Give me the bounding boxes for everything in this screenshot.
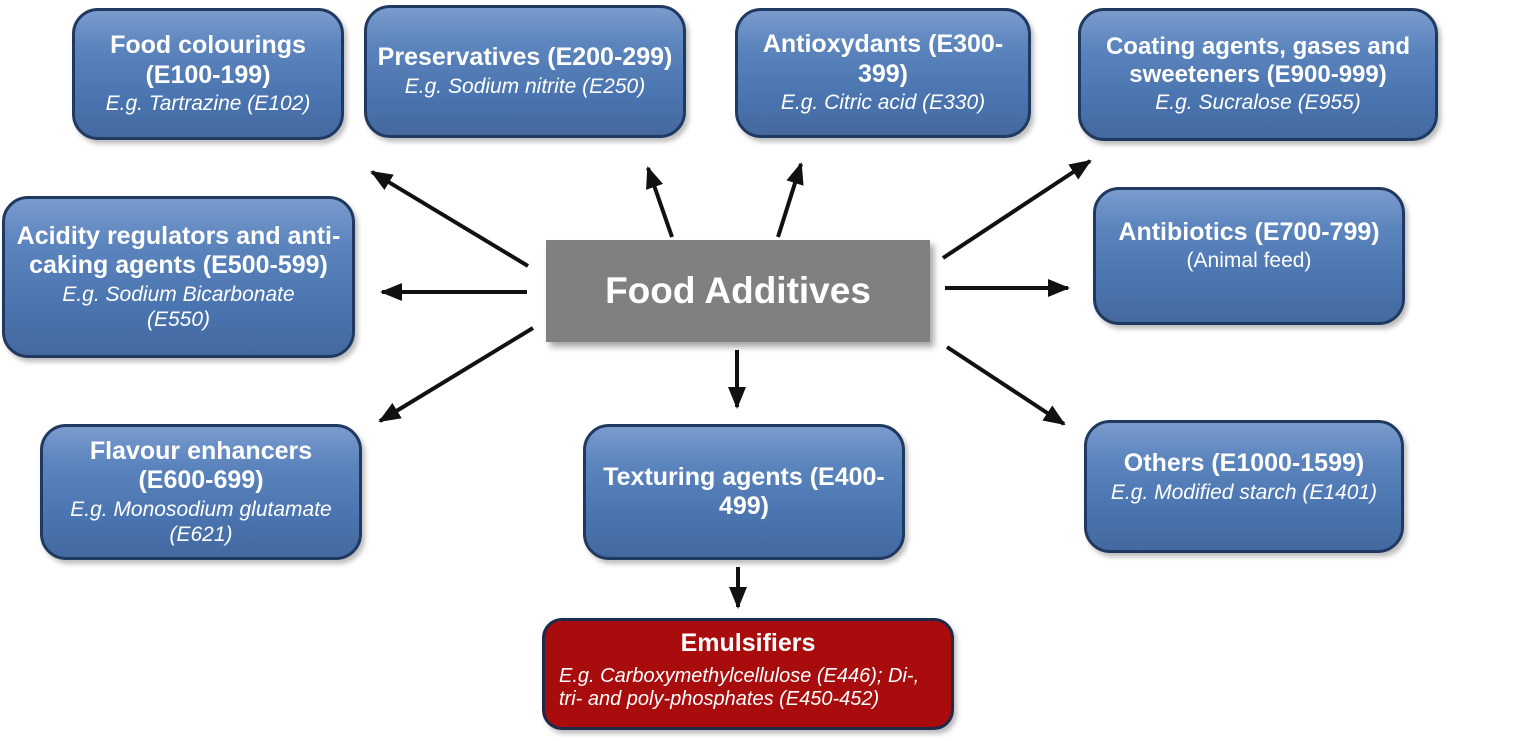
edge-center-to-coating-agents: [941, 159, 1092, 260]
node-title: Flavour enhancers (E600-699): [89, 436, 313, 495]
node-acidity-regulators: Acidity regulators and anti-caking agent…: [2, 196, 355, 358]
node-coating-agents: Coating agents, gases and sweeteners (E9…: [1078, 8, 1438, 141]
center-title: Food Additives: [605, 270, 871, 312]
node-title: Others (E1000-1599): [1123, 449, 1365, 478]
node-preservatives: Preservatives (E200-299) E.g. Sodium nit…: [364, 5, 686, 138]
node-subtitle: E.g. Modified starch (E1401): [1110, 480, 1378, 504]
node-emulsifiers: Emulsifiers E.g. Carboxymethylcellulose …: [542, 618, 954, 730]
node-title: Food colourings (E100-199): [110, 31, 306, 89]
node-subtitle: E.g. Carboxymethylcellulose (E446); Di-,…: [559, 664, 920, 711]
node-subtitle: E.g. Sucralose (E955): [1155, 91, 1361, 115]
node-title: Coating agents, gases and sweeteners (E9…: [1105, 32, 1411, 89]
edge-center-to-antioxydants: [776, 162, 804, 238]
edge-center-to-preservatives: [646, 166, 674, 238]
node-title: Emulsifiers: [680, 629, 816, 657]
node-subtitle: E.g. Tartrazine (E102): [105, 92, 311, 116]
node-title: Antioxydants (E300-399): [762, 30, 1004, 88]
node-title: Texturing agents (E400-499): [603, 462, 885, 521]
node-title: Preservatives (E200-299): [377, 43, 673, 72]
node-others: Others (E1000-1599) E.g. Modified starch…: [1084, 420, 1404, 553]
edge-center-to-food-colourings: [370, 170, 530, 268]
node-food-additives-center: Food Additives: [546, 240, 930, 342]
node-antioxydants: Antioxydants (E300-399) E.g. Citric acid…: [735, 8, 1031, 138]
node-antibiotics: Antibiotics (E700-799) (Animal feed): [1093, 187, 1405, 325]
edge-center-to-others: [945, 345, 1066, 426]
node-food-colourings: Food colourings (E100-199) E.g. Tartrazi…: [72, 8, 344, 140]
node-subtitle: E.g. Monosodium glutamate (E621): [70, 497, 332, 546]
node-flavour-enhancers: Flavour enhancers (E600-699) E.g. Monoso…: [40, 424, 362, 560]
edge-center-to-flavour-enhancers: [378, 326, 535, 423]
node-texturing-agents: Texturing agents (E400-499): [583, 424, 905, 560]
node-subtitle: E.g. Sodium nitrite (E250): [404, 74, 646, 98]
node-subtitle: E.g. Citric acid (E330): [780, 91, 986, 115]
node-title: Acidity regulators and anti-caking agent…: [16, 221, 341, 280]
node-title: Antibiotics (E700-799): [1118, 217, 1380, 246]
node-subtitle: (Animal feed): [1186, 249, 1312, 273]
node-subtitle: E.g. Sodium Bicarbonate (E550): [62, 282, 295, 331]
